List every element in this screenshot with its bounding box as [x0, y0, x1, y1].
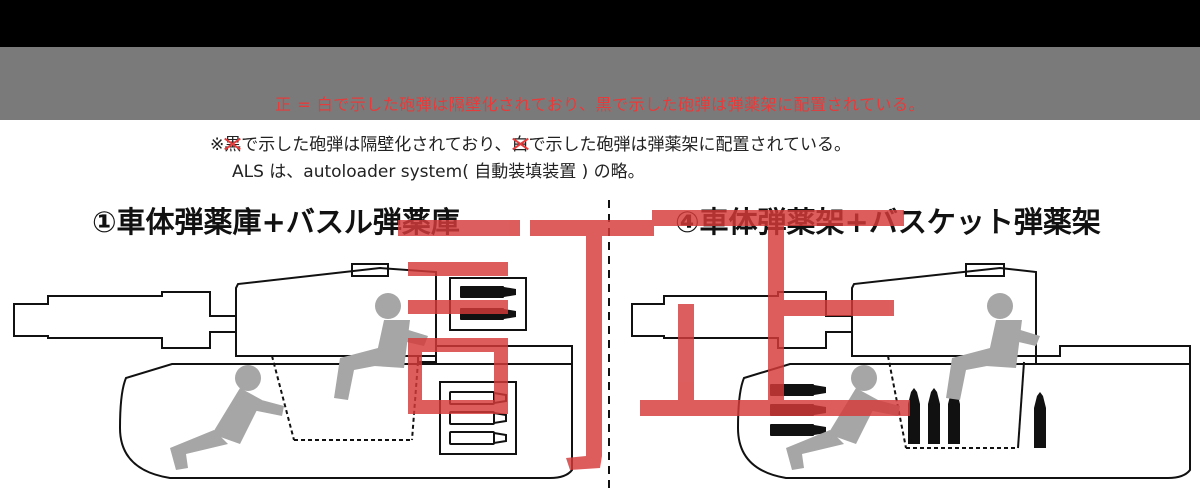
note-mid: で示した砲弾は隔壁化されており、	[241, 135, 512, 155]
right-commander-figure	[946, 293, 1040, 400]
right-turret-wall	[887, 355, 907, 449]
right-basket-shell-2	[928, 388, 940, 444]
right-hull	[736, 363, 1191, 479]
right-driver-figure	[786, 365, 900, 470]
right-tank	[631, 263, 1191, 479]
right-cupola	[965, 263, 1005, 277]
right-hull-shell-3	[770, 424, 826, 436]
left-turret-wall-2	[411, 361, 419, 441]
right-basket-wall	[1017, 361, 1025, 449]
left-cupola	[351, 263, 389, 277]
note-prefix: ※	[210, 135, 225, 155]
right-gun	[631, 291, 853, 349]
right-basket-shell-4	[1034, 392, 1046, 448]
note-als: ALS は、autoloader system( 自動装填装置 ) の略。	[232, 162, 645, 182]
right-turret	[851, 266, 1037, 357]
left-driver-figure	[170, 365, 284, 470]
note-suffix: で示した砲弾は弾薬架に配置されている。	[528, 135, 852, 155]
left-hull	[118, 363, 573, 479]
right-basket-shells	[908, 388, 1046, 448]
struck-word-black: 黒	[224, 130, 241, 155]
left-turret-wall	[271, 355, 295, 441]
left-hull-shell-3	[449, 431, 507, 445]
top-bar	[0, 0, 1200, 47]
correction-text: 正 = 白で示した砲弾は隔壁化されており、黒で示した砲弾は弾薬架に配置されている…	[275, 95, 925, 114]
left-crew	[170, 293, 428, 470]
struck-word-white: 白	[512, 130, 529, 155]
right-hull-front-box	[1035, 345, 1191, 365]
note-colour-legend: ※黒で示した砲弾は隔壁化されており、白で示した砲弾は弾薬架に配置されている。	[210, 130, 851, 155]
left-hull-rack	[439, 381, 517, 455]
left-bustle-shell-1	[460, 286, 516, 298]
grey-band	[0, 47, 1200, 120]
left-gun	[13, 291, 237, 349]
correction-stamp	[398, 210, 910, 470]
